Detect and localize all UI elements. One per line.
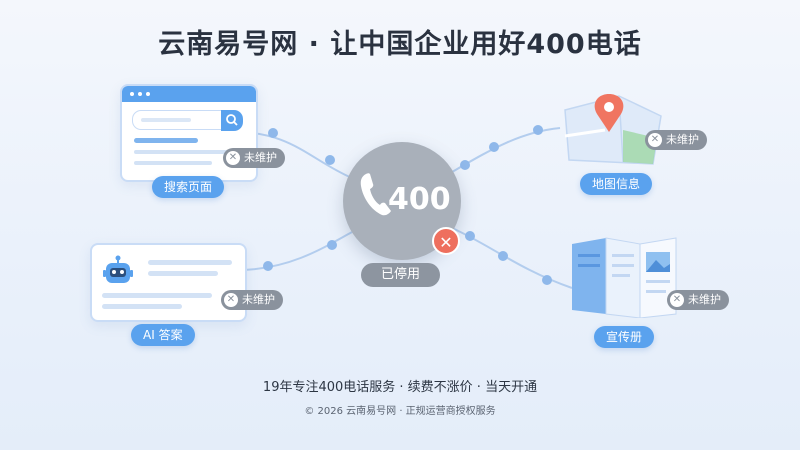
search-page-label[interactable]: 搜索页面 [152,176,225,198]
phone-icon [358,170,392,218]
brochure-label[interactable]: 宣传册 [594,326,655,348]
dot [460,160,470,170]
close-icon: ✕ [670,293,684,307]
line-ai [242,231,353,271]
dot [498,251,508,261]
map-info-label[interactable]: 地图信息 [580,173,653,195]
footer-tagline: 19年专注400电话服务 · 续费不涨价 · 当天开通 [262,380,538,395]
close-icon: ✕ [648,133,662,147]
answer-line [148,271,218,276]
map-status-tag: ✕ 未维护 [645,130,707,150]
footer-copyright: © 2026 云南易号网 · 正规运营商授权服务 [304,406,496,417]
error-close-icon: ✕ [432,227,460,255]
map-pin-icon [557,90,665,168]
answer-line [148,260,232,265]
search-bar [132,110,222,130]
brochure-icon [570,234,680,319]
search-icon [221,110,243,131]
answer-line [102,304,182,309]
search-status-tag: ✕ 未维护 [223,148,285,168]
close-icon: ✕ [224,293,238,307]
dot [263,261,273,271]
dot [465,231,475,241]
dot [489,142,499,152]
robot-icon [102,255,134,287]
answer-line [102,293,212,298]
dot [542,275,552,285]
dot [533,125,543,135]
ai-answer-label[interactable]: AI 答案 [131,324,195,346]
result-line [134,138,198,143]
close-icon: ✕ [226,151,240,165]
status-badge: 已停用 [361,263,440,287]
dot [325,155,335,165]
ai-answer-card [90,243,247,322]
ai-status-tag: ✕ 未维护 [221,290,283,310]
result-line [134,150,232,154]
page-title: 云南易号网 · 让中国企业用好400电话 [158,29,642,60]
number-400: 400 [388,182,451,217]
dot [268,128,278,138]
result-line [134,161,212,165]
dot [327,240,337,250]
brochure-status-tag: ✕ 未维护 [667,290,729,310]
browser-titlebar [122,86,256,102]
